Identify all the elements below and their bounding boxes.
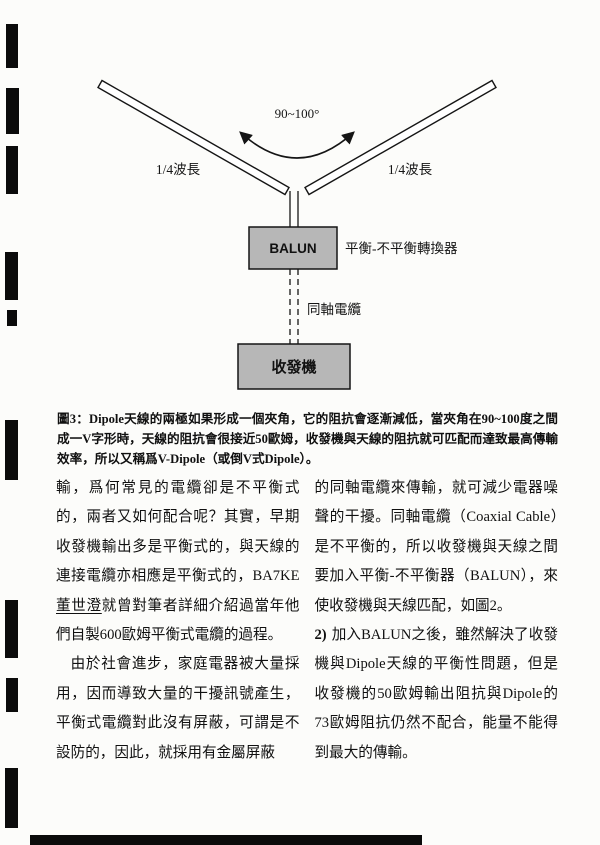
scan-artifact <box>5 768 18 828</box>
coax-label: 同軸電纜 <box>307 301 361 317</box>
left-paragraph-2: 由於社會進步，家庭電器被大量採用，因而導致大量的干擾訊號產生，平衡式電纜對此沒有… <box>56 656 300 761</box>
dipole-right-arm <box>304 79 497 196</box>
transceiver-box <box>237 343 351 390</box>
balun-label: BALUN <box>269 241 316 256</box>
transceiver-label: 收發機 <box>271 358 316 376</box>
scan-artifact <box>6 24 18 68</box>
left-paragraph-1-pre: 輸，爲何常見的電纜卻是不平衡式的，兩者又如何配合呢？其實，早期收發機輸出多是平衡… <box>56 480 300 585</box>
dipole-left-arm <box>97 79 290 196</box>
balun-annotation: 平衡-不平衡轉換器 <box>345 241 458 256</box>
right-column: 的同軸電纜來傳輸，就可減少電器噪聲的干擾。同軸電纜（Coaxial Cable）… <box>315 474 559 768</box>
scan-artifact <box>5 600 18 658</box>
angle-label: 90~100° <box>275 106 320 121</box>
scan-artifact <box>7 310 17 326</box>
scan-artifact <box>5 252 18 300</box>
list-item-number: 2) <box>314 627 327 644</box>
balun-box <box>248 226 338 270</box>
antenna-diagram: 90~100° 1/4波長 1/4波長 BALUN 平衡-不平衡轉換器 同軸電纜… <box>97 79 497 390</box>
right-paragraph-2: 2)加入BALUN之後，雖然解決了收發機與Dipole天線的平衡性問題，但是收發… <box>315 621 559 768</box>
scan-artifact <box>6 146 18 194</box>
body-columns: 輸，爲何常見的電纜卻是不平衡式的，兩者又如何配合呢？其實，早期收發機輸出多是平衡… <box>56 474 558 768</box>
left-paragraph-1-post: 就曾對筆者詳細介紹過當年他們自製600歐姆平衡式電纜的過程。 <box>56 597 300 644</box>
scan-artifact <box>6 88 19 134</box>
left-column: 輸，爲何常見的電纜卻是不平衡式的，兩者又如何配合呢？其實，早期收發機輸出多是平衡… <box>56 474 300 768</box>
scan-artifact <box>5 420 18 480</box>
scan-artifact <box>6 678 18 712</box>
right-paragraph-2-text: 加入BALUN之後，雖然解決了收發機與Dipole天線的平衡性問題，但是收發機的… <box>314 627 559 761</box>
right-paragraph-1: 的同軸電纜來傳輸，就可減少電器噪聲的干擾。同軸電纜（Coaxial Cable）… <box>314 480 559 614</box>
figure-caption: 圖3：Dipole天線的兩極如果形成一個夾角，它的阻抗會逐漸減低，當夾角在90~… <box>57 412 558 467</box>
angle-arc-arrow <box>239 131 355 159</box>
left-arm-label: 1/4波長 <box>156 162 201 177</box>
proper-name-underlined: 董世澄 <box>56 597 102 614</box>
right-arm-label: 1/4波長 <box>388 162 433 177</box>
scan-artifact <box>30 835 422 845</box>
left-paragraph-1: 輸，爲何常見的電纜卻是不平衡式的，兩者又如何配合呢？其實，早期收發機輸出多是平衡… <box>56 474 300 650</box>
